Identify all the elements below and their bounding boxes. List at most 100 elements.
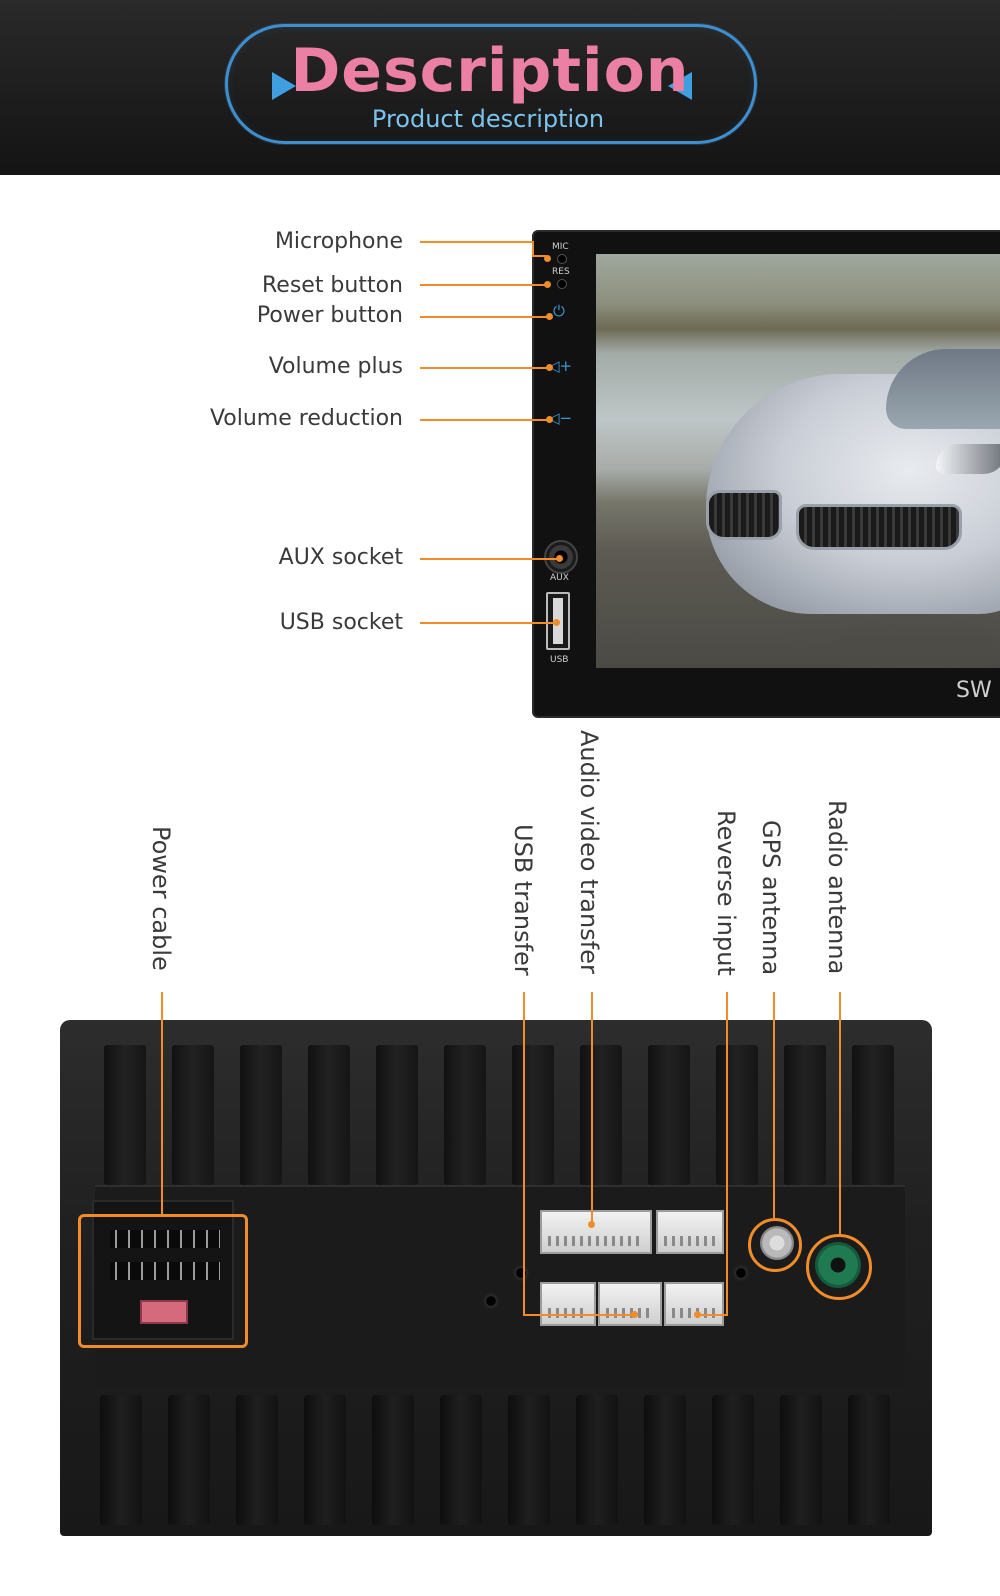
triangle-right-icon <box>272 72 296 100</box>
triangle-left-icon <box>668 72 692 100</box>
heatsink-fin <box>100 1395 142 1525</box>
volume-minus-icon[interactable]: ◁− <box>548 409 573 427</box>
av-connector-a <box>540 1210 652 1254</box>
leader-line-reverse-input <box>726 992 728 1316</box>
heatsink-fin <box>376 1045 418 1185</box>
av-connector-b <box>656 1210 724 1254</box>
heatsink-fin <box>780 1395 822 1525</box>
heatsink-fin <box>508 1395 550 1525</box>
brand-text: SW <box>956 678 992 703</box>
volume-plus-icon[interactable]: ◁+ <box>548 357 573 375</box>
usb-port-label: USB <box>550 655 569 665</box>
leader-dot-volume-reduction <box>546 416 553 423</box>
car-image-windshield <box>886 349 1000 429</box>
leader-line-power <box>420 316 548 318</box>
heatsink-fin <box>168 1395 210 1525</box>
heatsink-fin <box>648 1045 690 1185</box>
car-image-grille-left <box>706 490 782 540</box>
reverse-input-connector <box>664 1282 724 1326</box>
label-gps-antenna: GPS antenna <box>757 820 785 976</box>
usb-transfer-connector-b <box>598 1282 662 1326</box>
label-power-cable: Power cable <box>147 826 175 971</box>
leader-line-usb-transfer <box>523 992 525 1316</box>
leader-line-av-transfer <box>591 992 593 1224</box>
heatsink-fin <box>304 1395 346 1525</box>
heatsink-fin <box>104 1045 146 1185</box>
header-pill-frame <box>225 24 757 144</box>
heatsink-fin <box>308 1045 350 1185</box>
screw-hole-icon <box>482 1292 500 1310</box>
heatsink-fin <box>784 1045 826 1185</box>
leader-dot-usb <box>553 619 560 626</box>
leader-line-power-cable <box>161 992 163 1214</box>
header-banner: Description Product description <box>0 0 1000 175</box>
page-title: Description <box>290 36 690 106</box>
leader-dot-av-transfer <box>588 1221 595 1228</box>
heatsink-fin <box>716 1045 758 1185</box>
res-port-label: RES <box>552 267 570 277</box>
leader-line-usb <box>420 622 556 624</box>
label-volume-plus: Volume plus <box>268 354 403 379</box>
heatsink-fin <box>852 1045 894 1185</box>
microphone-hole-icon <box>557 254 567 264</box>
heatsink-fin <box>372 1395 414 1525</box>
heatsink-fin <box>240 1045 282 1185</box>
label-volume-reduction: Volume reduction <box>209 406 403 431</box>
aux-port-label: AUX <box>550 573 569 583</box>
leader-line-reverse-input-foot <box>696 1314 728 1316</box>
leader-line-microphone <box>420 241 532 243</box>
leader-line-reset <box>420 284 546 286</box>
reset-hole-icon <box>557 279 567 289</box>
heatsink-fin <box>576 1395 618 1525</box>
screw-hole-icon <box>732 1264 750 1282</box>
leader-dot-usb-transfer <box>631 1311 638 1318</box>
gps-antenna-highlight <box>748 1218 802 1272</box>
power-icon[interactable]: ⏻ <box>553 302 565 320</box>
leader-line-radio-antenna <box>839 992 841 1236</box>
leader-line-aux <box>420 558 560 560</box>
car-image-headlight <box>936 444 1000 474</box>
leader-line-volume-reduction <box>420 419 548 421</box>
leader-dot-power <box>546 313 553 320</box>
leader-line-volume-plus <box>420 367 548 369</box>
label-usb-transfer: USB transfer <box>509 824 537 976</box>
heatsink-fin <box>644 1395 686 1525</box>
heatsink-fin <box>172 1045 214 1185</box>
leader-line-gps-antenna <box>773 992 775 1218</box>
power-connector-pins <box>110 1230 220 1248</box>
screw-hole-icon <box>512 1264 530 1282</box>
heatsink-fin <box>580 1045 622 1185</box>
leader-dot-microphone <box>544 255 551 262</box>
power-connector-pins <box>110 1262 220 1280</box>
leader-line-microphone-bend <box>532 241 534 257</box>
leader-dot-aux <box>556 555 563 562</box>
mic-port-label: MIC <box>552 242 569 252</box>
label-aux-socket: AUX socket <box>278 545 403 570</box>
display-screen-image <box>596 254 1000 668</box>
label-audio-video-transfer: Audio video transfer <box>575 730 603 974</box>
heatsink-fin <box>848 1395 890 1525</box>
aux-jack-icon <box>544 540 578 574</box>
power-connector-highlight <box>78 1214 248 1348</box>
label-usb-socket: USB socket <box>279 610 403 635</box>
heatsink-fin <box>444 1045 486 1185</box>
heatsink-fin <box>712 1395 754 1525</box>
heatsink-fin <box>236 1395 278 1525</box>
heatsink-fin <box>440 1395 482 1525</box>
label-reset-button: Reset button <box>261 273 403 298</box>
label-radio-antenna: Radio antenna <box>823 800 851 975</box>
label-reverse-input: Reverse input <box>712 810 740 976</box>
leader-line-microphone-end <box>532 255 546 257</box>
fuse-icon <box>140 1300 188 1324</box>
usb-transfer-connector <box>540 1282 596 1326</box>
leader-dot-volume-plus <box>546 364 553 371</box>
page-subtitle: Product description <box>371 105 605 133</box>
leader-dot-reset <box>544 281 551 288</box>
car-image-grille-right <box>796 504 962 550</box>
label-microphone: Microphone <box>274 229 403 254</box>
radio-antenna-highlight <box>806 1234 872 1300</box>
leader-line-usb-transfer-foot <box>523 1314 635 1316</box>
heatsink-fin <box>512 1045 554 1185</box>
leader-dot-reverse-input <box>694 1311 701 1318</box>
label-power-button: Power button <box>256 303 403 328</box>
